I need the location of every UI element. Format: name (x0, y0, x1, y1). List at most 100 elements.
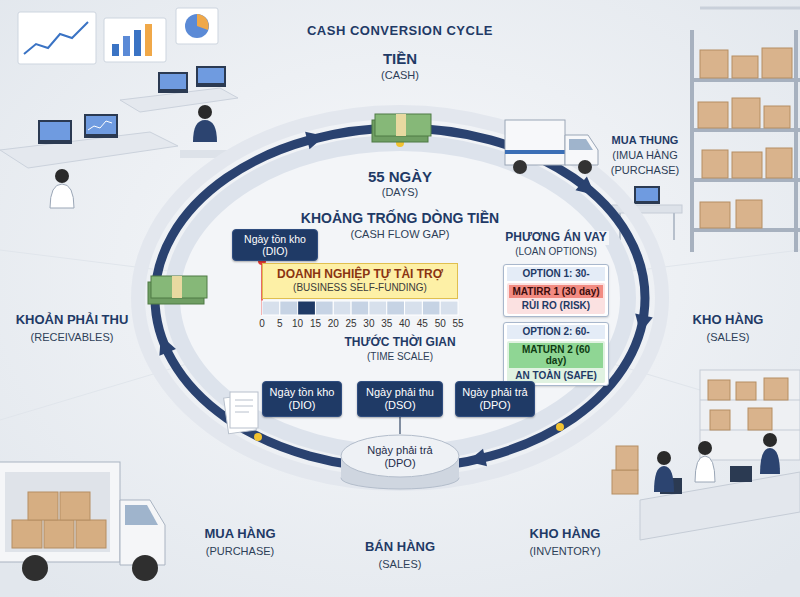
time-scale-bar (405, 301, 423, 315)
safe-band-text: AN TOÀN (SAFE) (515, 368, 596, 382)
disk-shape (341, 435, 459, 477)
documents (224, 392, 258, 434)
axis-number: 35 (381, 318, 392, 330)
time-scale-bar (387, 301, 405, 315)
store-scene (748, 408, 772, 430)
delivery-truck (578, 160, 592, 174)
store-scene (698, 441, 712, 455)
dio-box: Ngày tồn kho (DIO) (262, 381, 342, 417)
ring (159, 132, 652, 467)
cargo-truck (0, 462, 165, 581)
office-scene (196, 66, 226, 87)
warehouse-shelves (732, 56, 758, 78)
ring (138, 112, 662, 484)
cargo-truck (44, 520, 74, 548)
cargo-truck (28, 492, 58, 520)
office-scene (18, 12, 96, 64)
cargo-truck (5, 472, 110, 552)
connector (399, 417, 401, 434)
office-scene (197, 14, 209, 30)
time-scale-bar (440, 301, 458, 315)
time-scale-bar (333, 301, 351, 315)
cash-stack (375, 114, 431, 136)
time-scale-bar (369, 301, 387, 315)
loan-option: OPTION 2: 60- MATURN 2 (60 day)AN TOÀN (S… (503, 322, 609, 386)
stage-sublabel: (CASH) (381, 69, 419, 82)
warehouse-shelves (736, 200, 762, 228)
ring (468, 449, 488, 467)
axis-title: THƯỚC THỜI GIAN (344, 336, 455, 350)
store-scene (730, 466, 752, 482)
ring (305, 132, 325, 149)
store-scene (657, 451, 671, 465)
office-scene (55, 169, 69, 183)
axis-number: 15 (310, 318, 321, 330)
axis-number: 20 (328, 318, 339, 330)
documents (235, 406, 253, 407)
time-scale-bar (422, 301, 440, 315)
stage-label: MUA HÀNG (204, 527, 275, 542)
office-scene (198, 68, 224, 83)
dpo-disk-text: Ngày phải trả (DPO) (358, 444, 442, 469)
loan-option-text: OPTION 2: 60- (507, 325, 605, 339)
stage-label: TIỀN (383, 50, 417, 67)
warehouse-shelves (762, 48, 792, 78)
warehouse-shelves (766, 148, 792, 178)
stage-label: KHO HÀNG (693, 313, 764, 328)
store-scene (708, 380, 730, 400)
warehouse-shelves (794, 30, 798, 252)
store-scene (764, 378, 788, 400)
axis-subtitle: (TIME SCALE) (367, 351, 433, 363)
warehouse-shelves (690, 30, 694, 252)
office-scene (198, 105, 212, 119)
time-scale-bar (315, 301, 333, 315)
cash-stack (172, 276, 182, 298)
stage-label: BÁN HÀNG (365, 540, 435, 555)
office-scene (50, 184, 74, 208)
documents (235, 412, 249, 413)
ring (576, 177, 596, 195)
stage-sublabel: (RECEIVABLES) (31, 331, 114, 344)
safe-band: MATURN 2 (60 day)AN TOÀN (SAFE) (507, 341, 605, 384)
office-scene (40, 122, 70, 140)
office-scene (160, 74, 186, 89)
office-scene (38, 120, 72, 144)
ring (159, 336, 176, 356)
office-scene (24, 22, 88, 54)
warehouse-shelves (690, 128, 800, 132)
warehouse-shelves (690, 178, 800, 182)
risk-band-text: RỦI RO (RISK) (522, 298, 590, 312)
documents (235, 400, 253, 401)
store-scene (700, 370, 800, 460)
warehouse-shelves (636, 188, 658, 201)
risk-band-text: MATIRR 1 (30 day) (509, 285, 603, 299)
cash-stack (396, 114, 406, 136)
cargo-truck (0, 462, 120, 562)
office-scene (123, 36, 130, 56)
time-scale-bar (262, 301, 280, 315)
cargo-truck (125, 505, 158, 525)
delivery-truck (569, 139, 593, 150)
warehouse-shelves (700, 7, 800, 10)
axis-number: 5 (277, 318, 283, 330)
loan-subheading: (LOAN OPTIONS) (513, 246, 599, 258)
warehouse-shelves (690, 78, 800, 82)
axis-number: 25 (346, 318, 357, 330)
dpo-box: Ngày phải trả (DPO) (455, 381, 535, 417)
gap-heading: KHOẢNG TRỐNG DÒNG TIỀN (299, 210, 501, 226)
risk-band: MATIRR 1 (30 day)RỦI RO (RISK) (507, 283, 605, 314)
loan-heading: PHƯƠNG ÁN VAY (503, 231, 609, 245)
warehouse-shelves (690, 228, 800, 232)
warehouse-shelves (700, 202, 730, 228)
time-scale-bar (280, 301, 298, 315)
funding-bar-text: DOANH NGHIỆP TỰ TÀI TRỢ (277, 268, 443, 282)
ring (155, 128, 645, 468)
store-scene (710, 410, 730, 430)
loan-option: OPTION 1: 30-MATIRR 1 (30 day)RỦI RO (RI… (503, 264, 609, 317)
warehouse-shelves (700, 50, 728, 78)
office-scene (145, 24, 152, 56)
ring (635, 314, 653, 334)
stage-sublabel: (INVENTORY) (529, 545, 600, 558)
diagram-title: CASH CONVERSION CYCLE (307, 24, 493, 39)
